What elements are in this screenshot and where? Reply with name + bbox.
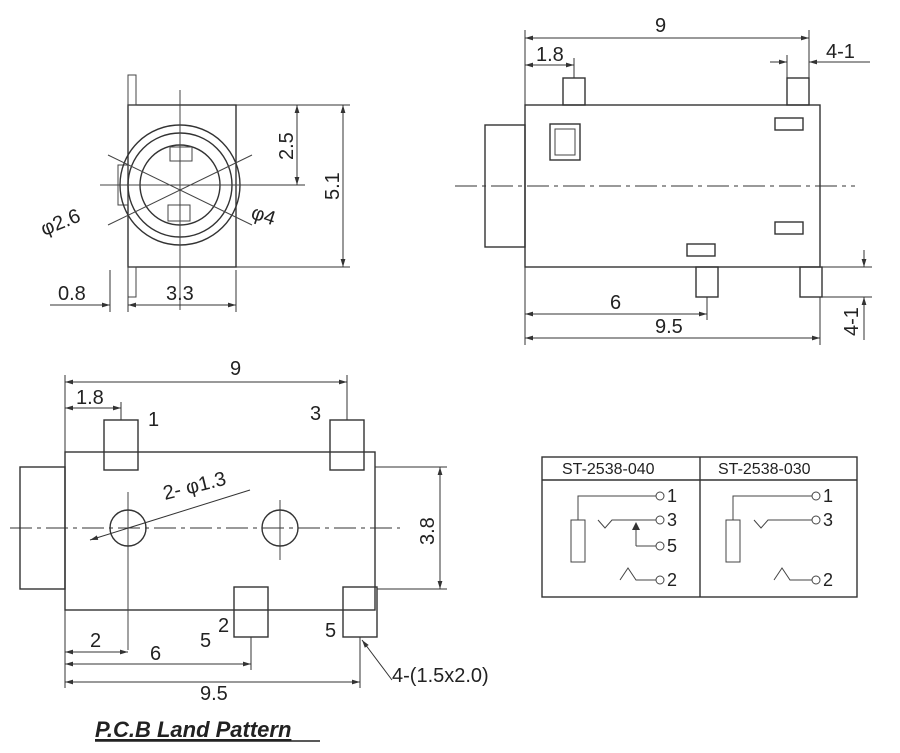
b-term-2	[811, 575, 821, 585]
a-pin-2: 2	[667, 570, 677, 590]
front-dim-2-5: 2.5	[276, 132, 298, 160]
a-term-5	[655, 541, 665, 551]
front-dim-0-8: 0.8	[58, 283, 86, 305]
a-tip-line	[597, 519, 656, 529]
side-window-4	[686, 243, 716, 257]
front-top-contact	[169, 146, 193, 162]
model-a: ST-2538-040	[562, 461, 655, 478]
a-term-2	[655, 575, 665, 585]
pcb-pads: 4-(1.5x2.0)	[392, 665, 489, 687]
pcb-pads-leader	[361, 639, 393, 681]
pcb-view: 1 3 2 5 5 9 1.8 2- φ1.3 3.8 2 6 9.5 4-(1…	[10, 358, 489, 742]
pcb-dim-9: 9	[230, 358, 241, 380]
front-dim-3-3: 3.3	[166, 283, 194, 305]
front-bottom-contact	[167, 204, 191, 222]
side-dim-9: 9	[655, 15, 666, 37]
a-pin-3: 3	[667, 510, 677, 530]
side-window-1-inner	[554, 128, 576, 156]
pcb-dim-9-5: 9.5	[200, 683, 228, 705]
pcb-pin-5a: 5	[200, 630, 211, 652]
b-plug	[725, 519, 741, 563]
b-sleeve-line	[732, 495, 812, 520]
side-dim-9-5: 9.5	[655, 316, 683, 338]
pcb-hole-2	[261, 509, 299, 547]
pcb-pad-3	[329, 419, 365, 471]
side-window-3	[774, 221, 804, 235]
b-tip-line	[753, 519, 812, 529]
side-dim-4-1-side: 4-1	[841, 307, 863, 336]
schematic-table: ST-2538-040 ST-2538-030 1 3 5 2	[541, 456, 858, 598]
pcb-dim-6: 6	[150, 643, 161, 665]
side-dim-6: 6	[610, 292, 621, 314]
schematic-b: 1 3 2	[725, 486, 833, 590]
b-pin-2: 2	[823, 570, 833, 590]
side-window-2	[774, 117, 804, 131]
pcb-pad-5	[342, 586, 378, 638]
b-pin-1: 1	[823, 486, 833, 506]
pcb-hole-1	[109, 509, 147, 547]
side-top-pin-right	[786, 77, 810, 106]
a-pin-5: 5	[667, 536, 677, 556]
front-bottom-tab	[127, 266, 137, 298]
b-term-1	[811, 491, 821, 501]
pcb-hole-leader	[89, 489, 251, 541]
front-view: 2.5 5.1 0.8 3.3 φ2.6 φ4	[38, 74, 350, 312]
schematic-a: 1 3 5 2	[570, 486, 677, 590]
pcb-pin-5b: 5	[325, 620, 336, 642]
a-sleeve-line	[577, 495, 656, 520]
b-term-3	[811, 515, 821, 525]
pcb-dim-2: 2	[90, 630, 101, 652]
b-ring-line	[773, 567, 812, 581]
a-term-3	[655, 515, 665, 525]
pcb-pin-1: 1	[148, 409, 159, 431]
b-pin-3: 3	[823, 510, 833, 530]
pcb-dim-3-8: 3.8	[417, 517, 439, 545]
front-top-tab	[127, 74, 137, 106]
side-bottom-pin-left	[695, 266, 719, 298]
side-top-pin-left	[562, 77, 586, 106]
pcb-holes: 2- φ1.3	[161, 468, 229, 505]
pcb-pin-2: 2	[218, 615, 229, 637]
a-switch-arrow	[632, 522, 640, 530]
model-b: ST-2538-030	[718, 461, 811, 478]
a-pin-1: 1	[667, 486, 677, 506]
pcb-title: P.C.B Land Pattern	[95, 717, 291, 742]
pcb-dim-1-8: 1.8	[76, 387, 104, 409]
pcb-pad-2	[233, 586, 269, 638]
a-ring-line	[619, 567, 656, 581]
side-bottom-pin-right	[799, 266, 823, 298]
side-view: 9 1.8 4-1 6 9.5 4-1	[455, 15, 872, 345]
a-plug	[570, 519, 586, 563]
front-dia-2-6: φ2.6	[38, 205, 84, 241]
pcb-pin-3: 3	[310, 403, 321, 425]
side-dim-4-1-top: 4-1	[826, 41, 855, 63]
front-dim-5-1: 5.1	[322, 172, 344, 200]
front-dia-4: φ4	[248, 202, 278, 230]
a-term-1	[655, 491, 665, 501]
side-window-1	[549, 123, 581, 161]
pcb-pad-1	[103, 419, 139, 471]
side-dim-1-8: 1.8	[536, 44, 564, 66]
